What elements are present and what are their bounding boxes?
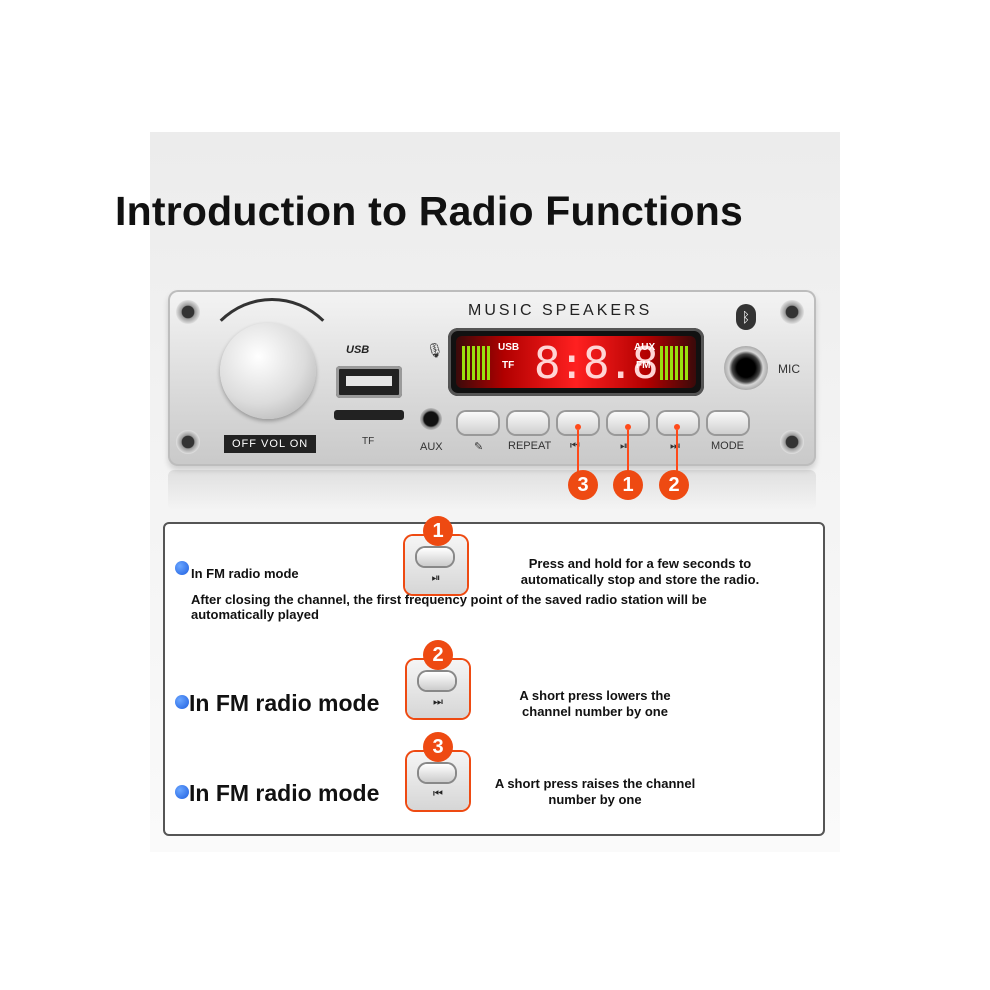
volume-arc-icon	[198, 298, 346, 446]
mic-button[interactable]	[458, 412, 498, 434]
display-screen: USB TF 8:8.8 AUX FM	[456, 336, 696, 389]
screw-hole-icon	[176, 430, 200, 454]
display-usb-text: USB	[498, 342, 520, 353]
mode-label: MODE	[711, 440, 744, 452]
tf-label: TF	[362, 436, 375, 447]
led-display: USB TF 8:8.8 AUX FM	[448, 328, 704, 396]
play-pause-icon: ⏯	[431, 572, 441, 584]
step-badge-1: 1	[423, 516, 453, 546]
next-button[interactable]	[658, 412, 698, 434]
description-2: A short press lowers the channel number …	[519, 688, 671, 719]
microphone-icon: 🎙	[426, 342, 444, 358]
level-bars-right-icon	[660, 346, 690, 380]
prev-icon: ⏮	[433, 788, 443, 800]
panel-reflection	[168, 470, 816, 510]
description-3: A short press raises the channel number …	[494, 776, 696, 807]
mode-label-1: In FM radio mode	[191, 566, 299, 581]
mic-button-icon: ✎	[474, 441, 484, 453]
callout-badge-2: 2	[659, 470, 689, 500]
button-tile-3: ⏮	[407, 752, 469, 810]
mic-jack	[724, 346, 768, 390]
screw-hole-icon	[176, 300, 200, 324]
bullet-icon	[175, 561, 189, 575]
screw-hole-icon	[780, 430, 804, 454]
screw-hole-icon	[780, 300, 804, 324]
usb-logo: USB	[346, 344, 370, 356]
callout-dot	[625, 424, 631, 430]
tf-card-slot	[334, 410, 404, 420]
repeat-label: REPEAT	[508, 440, 552, 452]
play-pause-icon: ⏯	[620, 440, 629, 452]
tile-button	[419, 764, 455, 782]
mode-button[interactable]	[708, 412, 748, 434]
page-title: Introduction to Radio Functions	[115, 188, 743, 234]
callout-line	[627, 430, 629, 472]
tile-button	[417, 548, 453, 566]
next-icon: ⏭	[670, 440, 680, 452]
display-aux-text: AUX	[634, 342, 656, 353]
callout-line	[676, 430, 678, 472]
display-tf-text: TF	[502, 360, 515, 371]
repeat-button[interactable]	[508, 412, 548, 434]
level-bars-left-icon	[462, 346, 492, 380]
callout-dot	[575, 424, 581, 430]
note-1: After closing the channel, the first fre…	[191, 592, 707, 622]
description-1: Press and hold for a few seconds to auto…	[520, 556, 760, 587]
step-badge-2: 2	[423, 640, 453, 670]
instructions-box: In FM radio mode ⏯ 1 Press and hold for …	[163, 516, 825, 836]
callout-dot	[674, 424, 680, 430]
volume-label: OFF VOL ON	[224, 435, 317, 453]
brand-label: MUSIC SPEAKERS	[468, 302, 653, 319]
tile-button	[419, 672, 455, 690]
device-panel: OFF VOL ON USB TF 🎙 AUX MUSIC SPEAKERS ᛒ…	[168, 290, 816, 466]
next-icon: ⏭	[433, 696, 443, 708]
bluetooth-icon: ᛒ	[736, 304, 756, 330]
mic-label: MIC	[778, 362, 800, 376]
bullet-icon	[175, 785, 189, 799]
mode-label-2: In FM radio mode	[189, 690, 380, 716]
aux-label: AUX	[420, 441, 443, 453]
mode-label-3: In FM radio mode	[189, 780, 380, 806]
callout-line	[577, 430, 579, 472]
display-digits: 8:8.8	[534, 338, 658, 389]
bullet-icon	[175, 695, 189, 709]
aux-jack	[420, 408, 442, 430]
play-pause-button[interactable]	[608, 412, 648, 434]
callout-badge-3: 3	[568, 470, 598, 500]
display-fm-text: FM	[636, 360, 651, 371]
volume-knob[interactable]	[220, 323, 316, 419]
usb-port	[336, 366, 402, 398]
prev-icon: ⏮	[570, 440, 580, 452]
step-badge-3: 3	[423, 732, 453, 762]
callout-badge-1: 1	[613, 470, 643, 500]
prev-button[interactable]	[558, 412, 598, 434]
